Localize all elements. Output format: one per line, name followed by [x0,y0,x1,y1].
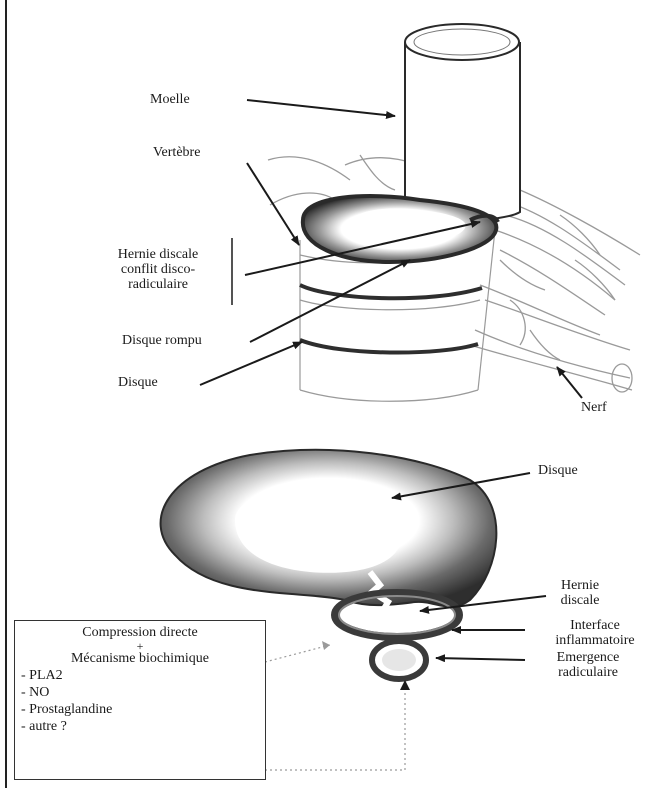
emergence-line-1: Emergence [538,650,638,665]
disc-bands [300,285,482,353]
label-hernie-conflit: Hernie discale conflit disco- radiculair… [88,247,228,292]
hernie-line-1: Hernie discale [88,247,228,262]
arrow-emergence [436,658,525,660]
mechanism-list: - PLA2 - NO - Prostaglandine - autre ? [15,667,265,735]
interface-line-2: inflammatoire [538,633,652,648]
hernie-line-2: conflit disco- [88,262,228,277]
hernie-discale-line-1: Hernie [548,578,612,593]
mechanisms-box: Compression directe + Mécanisme biochimi… [14,620,266,780]
label-disque-rompu: Disque rompu [122,333,202,348]
label-disque-top: Disque [118,375,158,390]
arrow-moelle [247,100,395,116]
emergence-line-2: radiculaire [538,665,638,680]
label-hernie-discale: Hernie discale [548,578,612,608]
mechanism-item: - autre ? [21,718,265,735]
label-interface-inflammatoire: Interface inflammatoire [538,618,652,648]
mechanism-item: - NO [21,684,265,701]
label-nerf: Nerf [581,400,607,415]
arrow-nerf [557,367,582,398]
arrow-disque-rompu [250,260,410,342]
hernie-line-3: radiculaire [88,277,228,292]
arrow-disque-top [200,342,302,385]
arrow-vertebre [247,163,299,245]
interface-line-1: Interface [538,618,652,633]
mechanism-plus: + [15,641,265,651]
label-emergence-radiculaire: Emergence radiculaire [538,650,638,680]
label-moelle: Moelle [150,92,190,107]
mechanism-item: - Prostaglandine [21,701,265,718]
mechanism-item: - PLA2 [21,667,265,684]
spinal-cord [405,24,520,221]
mechanism-biochimique: Mécanisme biochimique [15,651,265,667]
label-disque-bottom: Disque [538,463,578,478]
label-vertebre: Vertèbre [153,145,200,160]
hernie-discale-line-2: discale [548,593,612,608]
